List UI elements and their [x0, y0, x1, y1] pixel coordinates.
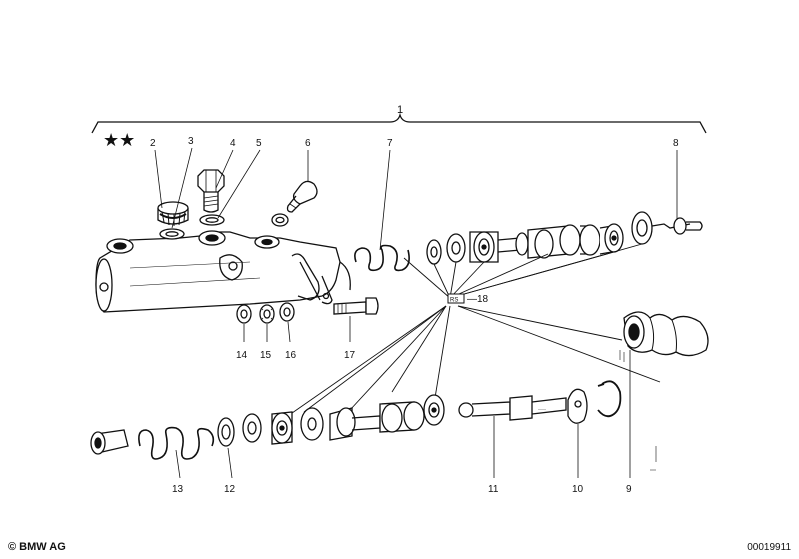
label-13: 13 [172, 484, 184, 495]
part-3-washer [159, 228, 185, 240]
label-8: 8 [673, 138, 679, 149]
assembly-bracket [91, 112, 707, 134]
bmw-copyright: © BMW AG [8, 541, 66, 553]
part-6-screw [286, 180, 318, 213]
label-12: 12 [224, 484, 236, 495]
upper-row-parts [354, 211, 703, 272]
label-15: 15 [260, 350, 272, 361]
part-4-bolt [197, 169, 225, 213]
part-9-boot [623, 311, 709, 357]
part-14-nut [236, 304, 252, 324]
label-3: 3 [188, 136, 194, 147]
label-1: 1 [397, 104, 403, 116]
lower-row-parts: —— [90, 380, 622, 460]
label-16: 16 [285, 350, 297, 361]
master-cylinder-housing [95, 230, 351, 313]
label-2: 2 [150, 138, 156, 149]
label-17: 17 [344, 350, 356, 361]
rs-box [447, 293, 465, 304]
part-15-lockwasher [259, 304, 275, 324]
label-leaders [154, 147, 678, 479]
label-11: 11 [488, 484, 499, 495]
label-18: —18 [467, 294, 489, 305]
leader-lines [281, 243, 661, 421]
double-star-icon: ★★ [103, 130, 135, 150]
part-2-cap [157, 201, 189, 226]
label-6: 6 [305, 138, 311, 149]
svg-text:——: —— [538, 406, 546, 411]
label-10: 10 [572, 484, 584, 495]
label-14: 14 [236, 350, 248, 361]
diagram-code: 00019911 [747, 542, 791, 553]
part-numbers: 2 3 4 5 6 7 8 14 15 16 17 —18 13 12 11 1… [150, 136, 679, 495]
rs-box-label: RS [450, 298, 458, 304]
o-ring [271, 213, 289, 227]
label-7: 7 [387, 138, 393, 149]
part-5-ring [199, 214, 225, 226]
part-17-bolt [333, 297, 379, 315]
part-16-washer [279, 302, 295, 322]
label-5: 5 [256, 138, 262, 149]
label-9: 9 [626, 484, 632, 495]
label-4: 4 [230, 138, 236, 149]
